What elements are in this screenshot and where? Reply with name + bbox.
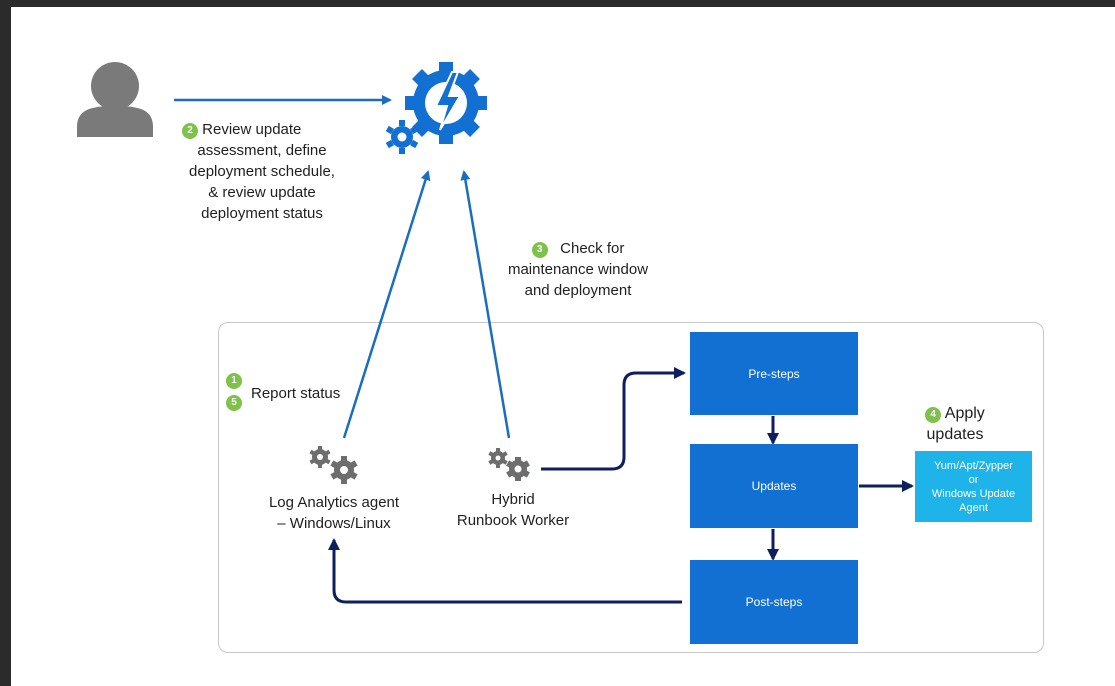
log-analytics-line2: – Windows/Linux (277, 515, 391, 532)
step-report-label: Report status (251, 385, 341, 402)
step-check-line2: maintenance window (507, 261, 649, 278)
step-check-line3: and deployment (524, 282, 632, 299)
step-number-badge: 3 (531, 242, 548, 258)
package-manager-line4: Agent (959, 501, 988, 514)
step-review-line2: assessment, define (197, 142, 327, 159)
hybrid-worker-label: Hybrid Runbook Worker (443, 489, 583, 531)
updates-box: Updates (690, 444, 858, 528)
step-apply-label: 4 Apply updates (905, 403, 1005, 445)
step-check-label: 3 Check for maintenance window and deplo… (492, 238, 664, 301)
step-report-badges: 1 5 (226, 371, 242, 411)
step-review-line1: Review update (202, 121, 302, 138)
package-manager-box: Yum/Apt/Zypper or Windows Update Agent (915, 451, 1032, 522)
step-apply-line2: updates (926, 426, 984, 443)
package-manager-line3: Windows Update (931, 487, 1016, 500)
log-analytics-agent-label: Log Analytics agent – Windows/Linux (249, 492, 419, 534)
step-number-badge: 5 (226, 395, 242, 411)
package-manager-line1: Yum/Apt/Zypper (934, 459, 1013, 472)
step-review-line4: & review update (208, 184, 316, 201)
step-review-line5: deployment status (201, 205, 323, 222)
package-manager-line2: or (968, 473, 979, 486)
pre-steps-box: Pre-steps (690, 332, 858, 415)
post-steps-box: Post-steps (690, 560, 858, 644)
log-analytics-line1: Log Analytics agent (268, 494, 400, 511)
step-check-line1: Check for (560, 240, 625, 257)
step-number-badge: 1 (226, 373, 242, 389)
step-apply-line1: Apply (944, 405, 985, 422)
hybrid-worker-line1: Hybrid (491, 491, 535, 508)
step-review-line3: deployment schedule, (189, 163, 335, 180)
step-review-label: 2 Review update assessment, define deplo… (182, 119, 342, 224)
step-number-badge: 2 (182, 123, 198, 139)
hybrid-worker-line2: Runbook Worker (456, 512, 570, 529)
step-number-badge: 4 (925, 407, 942, 423)
